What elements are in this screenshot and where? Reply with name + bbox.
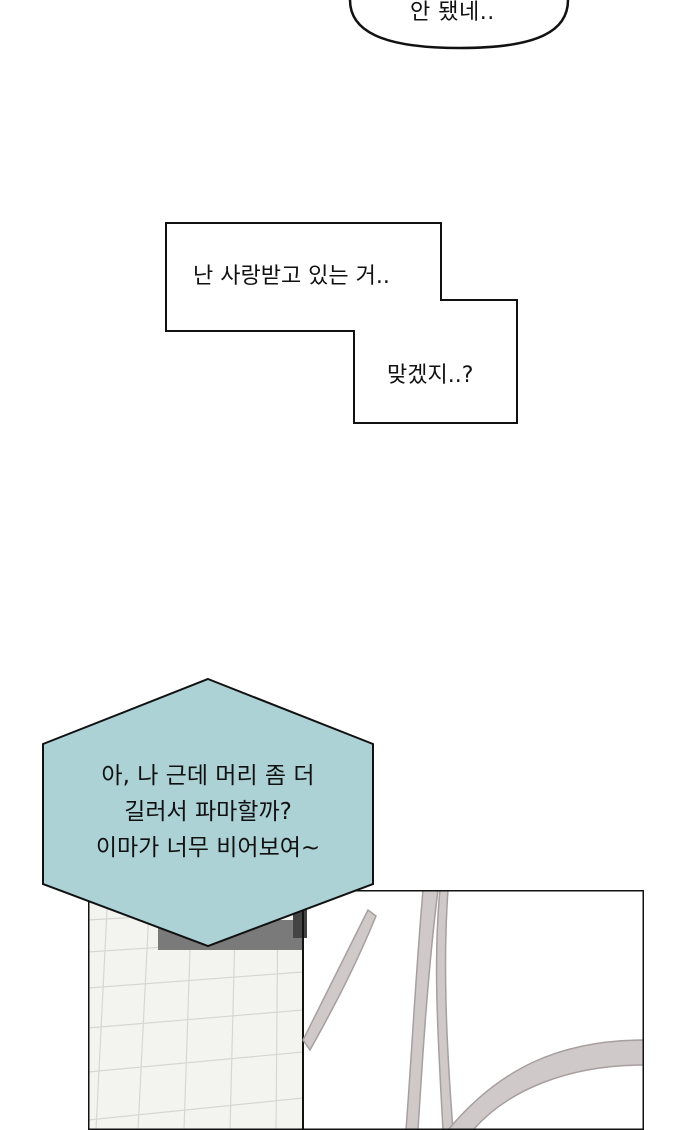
speech-bubble-top-text: 안 됐네.. (410, 0, 495, 25)
hexagon-text-line3: 이마가 너무 비어보여~ (95, 835, 321, 861)
hexagon-text-line2: 길러서 파마할까? (124, 799, 292, 825)
speech-bubble-top (348, 0, 570, 50)
hexagon-bubble-text: 아, 나 근데 머리 좀 더 길러서 파마할까? 이마가 너무 비어보여~ (42, 758, 374, 866)
hair-shapes (302, 890, 644, 1130)
narration-box (165, 222, 518, 424)
narration-text-line2: 맞겠지..? (387, 363, 474, 388)
narration-text-line1: 난 사랑받고 있는 거.. (193, 264, 390, 289)
character-edge (302, 890, 310, 1130)
hexagon-speech-bubble (42, 677, 374, 948)
hexagon-text-line1: 아, 나 근데 머리 좀 더 (101, 763, 315, 789)
